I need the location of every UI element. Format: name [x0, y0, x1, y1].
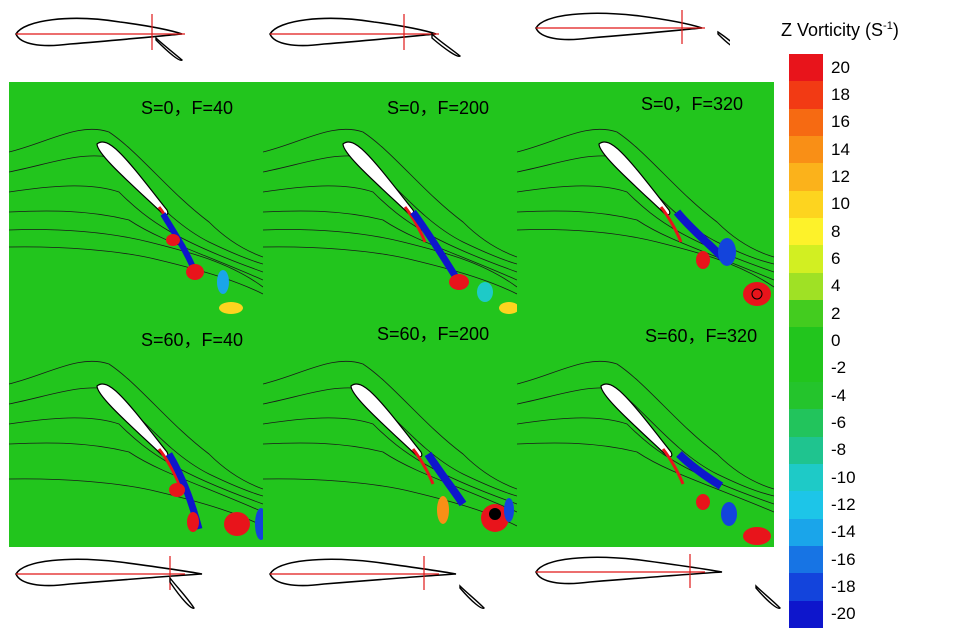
flow-field: [517, 360, 774, 545]
panel-label: S=60，F=320: [645, 326, 758, 346]
flow-panel-s0-f200: S=0，F=200: [263, 82, 517, 314]
panel-label: S=0，F=200: [387, 98, 490, 118]
flow-field: [9, 128, 263, 314]
colorbar-swatch: [789, 163, 823, 192]
colorbar-title-text: Z Vorticity: [781, 20, 861, 40]
colorbar-swatch: [789, 300, 823, 328]
colorbar-swatch: [789, 108, 823, 137]
colorbar-swatch: [789, 327, 823, 356]
colorbar-tick-label: 6: [831, 249, 841, 268]
airfoil-diagram-bottom-3: [535, 554, 781, 609]
colorbar-swatch: [789, 518, 823, 547]
airfoil-diagram-bottom-2: [269, 556, 485, 609]
colorbar: [789, 54, 823, 629]
colorbar-swatch: [789, 464, 823, 492]
panel-label: S=0，F=40: [141, 98, 234, 118]
colorbar-swatch: [789, 54, 823, 82]
colorbar-tick-label: 2: [831, 303, 841, 323]
colorbar-tick-label: -12: [831, 495, 856, 514]
colorbar-swatch: [789, 436, 823, 465]
colorbar-tick-label: 8: [831, 221, 841, 241]
colorbar-swatch: [789, 272, 823, 301]
panel-label: S=0，F=320: [641, 94, 744, 114]
flow-field: [9, 360, 263, 540]
colorbar-swatch: [789, 546, 823, 574]
flow-field: [263, 360, 517, 532]
flow-panel-s0-f40: S=0，F=40: [9, 82, 263, 314]
flow-panel-s60-f40: S=60，F=40: [9, 314, 263, 547]
flow-panel-s0-f320: S=0，F=320: [517, 82, 774, 314]
colorbar-tick-label: -8: [831, 440, 847, 460]
colorbar-swatch: [789, 409, 823, 438]
colorbar-swatch: [789, 491, 823, 520]
colorbar-swatch: [789, 245, 823, 274]
colorbar-tick-label: 14: [831, 139, 850, 159]
panel-label: S=60，F=40: [141, 330, 244, 350]
colorbar-unit: (S: [865, 20, 884, 40]
airfoil-diagram-top-1: [15, 14, 185, 61]
colorbar-tick-label: -2: [831, 358, 847, 378]
colorbar-tick-label: 0: [831, 331, 841, 350]
colorbar-tick-label: -4: [831, 385, 847, 405]
flow-panel-s60-f200: S=60，F=200: [263, 314, 517, 547]
colorbar-tick-label: 20: [831, 57, 850, 77]
colorbar-swatch: [789, 136, 823, 164]
colorbar-swatch: [789, 81, 823, 110]
colorbar-tick-label: 12: [831, 167, 850, 186]
colorbar-swatch: [789, 600, 823, 629]
colorbar-swatch: [789, 573, 823, 602]
colorbar-tick-label: 18: [831, 85, 850, 104]
colorbar-title: Z Vorticity (S-1): [781, 20, 899, 41]
colorbar-tick-label: 16: [831, 112, 850, 132]
airfoil-diagram-top-3: [535, 10, 730, 46]
colorbar-tick-label: -14: [831, 522, 856, 542]
colorbar-tick-label: -16: [831, 549, 856, 569]
colorbar-swatch: [789, 382, 823, 410]
flow-field: [263, 128, 517, 314]
colorbar-swatch: [789, 218, 823, 246]
colorbar-tick-label: 4: [831, 276, 841, 296]
colorbar-tick-label: -6: [831, 413, 847, 432]
colorbar-tick-label: -20: [831, 604, 856, 624]
colorbar-tick-label: -18: [831, 577, 856, 596]
colorbar-tick-label: 10: [831, 194, 850, 214]
colorbar-unit-exponent: -1: [883, 20, 893, 32]
airfoil-diagram-bottom-1: [15, 556, 203, 609]
colorbar-tick-label: -10: [831, 467, 856, 487]
colorbar-unit-close: ): [892, 20, 899, 40]
colorbar-swatch: [789, 190, 823, 219]
flow-panel-s60-f320: S=60，F=320: [517, 314, 774, 547]
flow-field: [517, 128, 774, 306]
airfoil-diagram-top-2: [269, 14, 462, 57]
panel-label: S=60，F=200: [377, 324, 490, 344]
colorbar-swatch: [789, 354, 823, 383]
